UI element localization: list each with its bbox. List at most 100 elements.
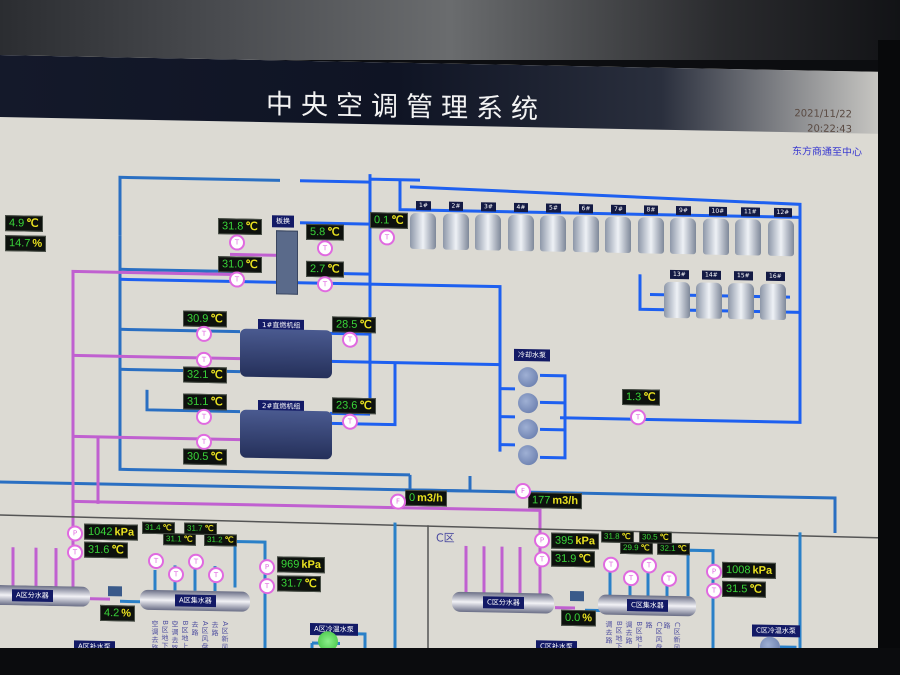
zone-c-circ-pump-label: C区冷温水泵 [752, 624, 800, 638]
temperature-sensor-icon[interactable]: T [317, 276, 333, 293]
temperature-sensor-icon[interactable]: T [317, 240, 333, 257]
zone-c-branch-temp-2: 29.9℃ [620, 541, 653, 555]
date-display: 2021/11/22 [794, 108, 852, 121]
cooling-tower[interactable] [475, 214, 501, 251]
temperature-sensor-icon[interactable]: T [168, 566, 184, 583]
cooling-tower-label: 14# [702, 270, 721, 280]
temperature-sensor-icon[interactable]: T [196, 325, 212, 343]
cooling-tower[interactable] [572, 215, 599, 253]
hx-out-temp-bottom: 2.7℃ [306, 260, 344, 278]
cooling-tower[interactable] [410, 212, 436, 250]
cooling-tower-label: 3# [481, 202, 496, 212]
chiller-1-left-bottom-temp: 32.1℃ [183, 366, 227, 384]
page-title: 中央空调管理系统 [266, 89, 546, 126]
zone-c-return-temp: 31.5℃ [722, 580, 766, 598]
zone-a-branch-temp-2: 31.1℃ [163, 533, 196, 546]
chiller-2-left-top-temp: 31.1℃ [183, 393, 227, 411]
temperature-sensor-icon[interactable]: T [196, 351, 212, 369]
temperature-sensor-icon[interactable]: T [229, 271, 245, 288]
temperature-sensor-icon[interactable]: T [196, 408, 212, 426]
pump[interactable] [518, 444, 538, 466]
zone-a-supply-temp: 31.6℃ [84, 541, 128, 559]
chiller-1-right-temp: 28.5℃ [332, 316, 376, 334]
outdoor-temp-display: 4.9℃ [5, 215, 43, 232]
cooling-tower-label: 4# [513, 202, 529, 213]
temperature-sensor-icon[interactable]: T [148, 552, 164, 570]
pressure-sensor-icon[interactable]: P [534, 532, 550, 549]
zone-c-supply-temp: 31.9℃ [551, 550, 595, 568]
temperature-sensor-icon[interactable]: T [67, 544, 83, 561]
pump[interactable] [518, 366, 538, 388]
cooling-tower[interactable] [767, 219, 794, 257]
tower-supply-temp: 0.1℃ [370, 212, 408, 229]
zone-a-collector-label: A区集水器 [175, 594, 216, 608]
temperature-sensor-icon[interactable]: T [603, 556, 619, 573]
temperature-sensor-icon[interactable]: T [229, 234, 245, 251]
zone-a-distributor-label: A区分水器 [12, 589, 53, 603]
temperature-sensor-icon[interactable]: T [630, 409, 646, 426]
zone-a-bypass-valve[interactable] [108, 586, 122, 597]
cooling-tower[interactable] [702, 218, 729, 255]
temperature-sensor-icon[interactable]: T [623, 569, 639, 587]
temperature-sensor-icon[interactable]: T [706, 582, 722, 599]
cooling-tower-label: 16# [766, 271, 785, 282]
cooling-tower[interactable] [670, 217, 696, 255]
zone-a-branch-temp-4: 31.2℃ [204, 533, 237, 547]
plate-exchanger-label: 板换 [272, 215, 294, 228]
zone-c-distributor-label: C区分水器 [483, 596, 524, 610]
temperature-sensor-icon[interactable]: T [641, 557, 657, 574]
zone-c-branch-temp-4: 32.1℃ [657, 542, 690, 556]
pipe [118, 175, 280, 236]
pressure-sensor-icon[interactable]: P [259, 558, 275, 576]
hx-out-temp-top: 5.8℃ [306, 223, 344, 241]
pump[interactable] [518, 418, 538, 440]
cooling-tower-label: 10# [708, 206, 728, 216]
flow-sensor-icon[interactable]: F [515, 482, 531, 500]
pressure-sensor-icon[interactable]: P [67, 525, 83, 542]
temperature-sensor-icon[interactable]: T [208, 566, 224, 584]
pump[interactable] [518, 392, 538, 414]
cooling-tower[interactable] [605, 216, 631, 254]
zone-c-bypass-valve-display: 0.0% [561, 609, 597, 627]
cooling-tower[interactable] [540, 215, 566, 252]
chiller-1[interactable] [240, 328, 332, 379]
temperature-sensor-icon[interactable]: T [188, 553, 204, 570]
chiller-2[interactable] [240, 409, 332, 460]
cooling-tower[interactable] [728, 282, 754, 320]
temperature-sensor-icon[interactable]: T [342, 331, 358, 348]
cooling-tower-label: 15# [734, 271, 753, 281]
chiller-1-left-top-temp: 30.9℃ [183, 310, 227, 328]
temperature-sensor-icon[interactable]: T [259, 577, 275, 595]
cooling-tower[interactable] [735, 219, 761, 256]
flow-sensor-icon[interactable]: F [390, 493, 406, 510]
zone-a-return-temp: 31.7℃ [277, 575, 321, 593]
zone-a-bypass-valve-display: 4.2% [100, 604, 136, 622]
cooling-tower[interactable] [760, 283, 786, 321]
cooling-tower[interactable] [664, 281, 690, 319]
cooling-tower-label: 11# [741, 207, 760, 217]
hx-in-temp-bottom: 31.0℃ [218, 256, 262, 274]
temperature-sensor-icon[interactable]: T [379, 229, 395, 246]
pressure-sensor-icon[interactable]: P [706, 563, 722, 580]
plate-exchanger[interactable] [276, 230, 298, 295]
monitor-bezel-bottom [0, 648, 900, 675]
process-diagram: 4.9℃ 14.7% 板换 31.8℃ 31.0℃ 5.8℃ 2.7℃ 0.1℃… [0, 117, 882, 667]
cooling-tower-label: 6# [578, 204, 594, 214]
chiller-2-right-temp: 23.6℃ [332, 397, 376, 415]
cooling-tower[interactable] [637, 217, 664, 254]
cooling-tower[interactable] [507, 214, 534, 252]
temperature-sensor-icon[interactable]: T [342, 413, 358, 430]
cooling-tower[interactable] [696, 282, 722, 319]
zone-c-bypass-valve[interactable] [570, 590, 584, 602]
temperature-sensor-icon[interactable]: T [196, 433, 212, 451]
cooling-pump-label: 冷却水泵 [514, 348, 550, 362]
temperature-sensor-icon[interactable]: T [534, 551, 550, 568]
monitor-bezel-top [0, 0, 900, 60]
cooling-tower[interactable] [442, 213, 469, 250]
temperature-sensor-icon[interactable]: T [661, 570, 677, 587]
